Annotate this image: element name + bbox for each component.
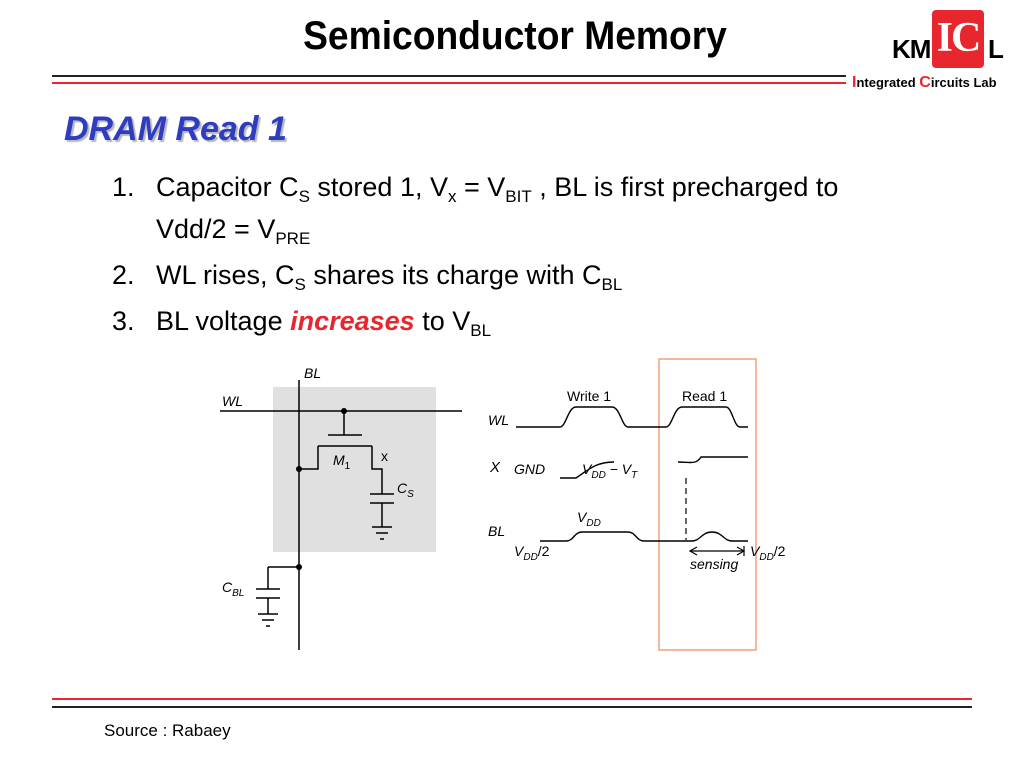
logo-ic-box [932, 10, 984, 68]
x-waveform-right [677, 456, 748, 464]
wl-waveform [516, 406, 748, 428]
circuit-labels: BL WL M1 x CS CBL [222, 365, 414, 599]
logo-ic-text: IC [936, 15, 982, 61]
page-title: Semiconductor Memory [303, 14, 727, 58]
kmicl-logo: KM IC L Integrated Circuits Lab [852, 8, 1016, 94]
logo-km-text: KM [892, 34, 931, 64]
circuit-wl-label: WL [222, 393, 243, 409]
circuit-nodes [296, 408, 347, 570]
title-rule-top [52, 75, 846, 77]
vdd-half-left-label: VDD/2 [514, 543, 550, 563]
source-caption: Source : Rabaey [104, 721, 231, 740]
timing-waveforms [516, 406, 748, 556]
dram-cell-circuit [220, 380, 462, 650]
write-1-label: Write 1 [567, 388, 611, 404]
logo-l-text: L [988, 34, 1004, 64]
footer-rule-bottom [52, 706, 972, 708]
logo-lab-caption: Integrated Circuits Lab [852, 74, 997, 91]
x-waveform-left [560, 461, 615, 479]
circuit-bl-label: BL [304, 365, 321, 381]
vdd-half-right-label: VDD/2 [750, 543, 786, 563]
vdd-minus-vt-label: VDD − VT [582, 461, 638, 481]
gnd-label: GND [514, 461, 545, 477]
read-1-label: Read 1 [682, 388, 727, 404]
cs-label: CS [397, 480, 414, 500]
step-list: 1. Capacitor CS stored 1, Vx = VBIT , BL… [112, 166, 872, 342]
slide-subtitle: DRAM Read 1 [64, 110, 287, 148]
cbl-label: CBL [222, 579, 244, 599]
emphasis-increases: increases [290, 306, 415, 336]
title-rule-bottom [52, 82, 846, 84]
sensing-label: sensing [690, 556, 738, 572]
timing-wl-label: WL [488, 412, 509, 428]
list-number: 1. [112, 172, 135, 202]
vdd-top-label: VDD [577, 509, 601, 529]
list-item: 1. Capacitor CS stored 1, Vx = VBIT , BL… [112, 166, 872, 250]
timing-bl-label: BL [488, 523, 505, 539]
bl-waveform [540, 531, 748, 542]
footer-rule-top [52, 698, 972, 700]
list-number: 3. [112, 306, 135, 336]
list-number: 2. [112, 260, 135, 290]
node-x-label: x [381, 448, 388, 464]
read-highlight-box [658, 358, 757, 651]
timing-labels: Write 1 Read 1 WL X GND VDD − VT BL VDD … [488, 388, 786, 572]
list-item: 3. BL voltage increases to VBL [112, 300, 872, 342]
m1-label: M1 [333, 452, 351, 472]
timing-x-label: X [489, 459, 501, 476]
list-item: 2. WL rises, CS shares its charge with C… [112, 254, 872, 296]
